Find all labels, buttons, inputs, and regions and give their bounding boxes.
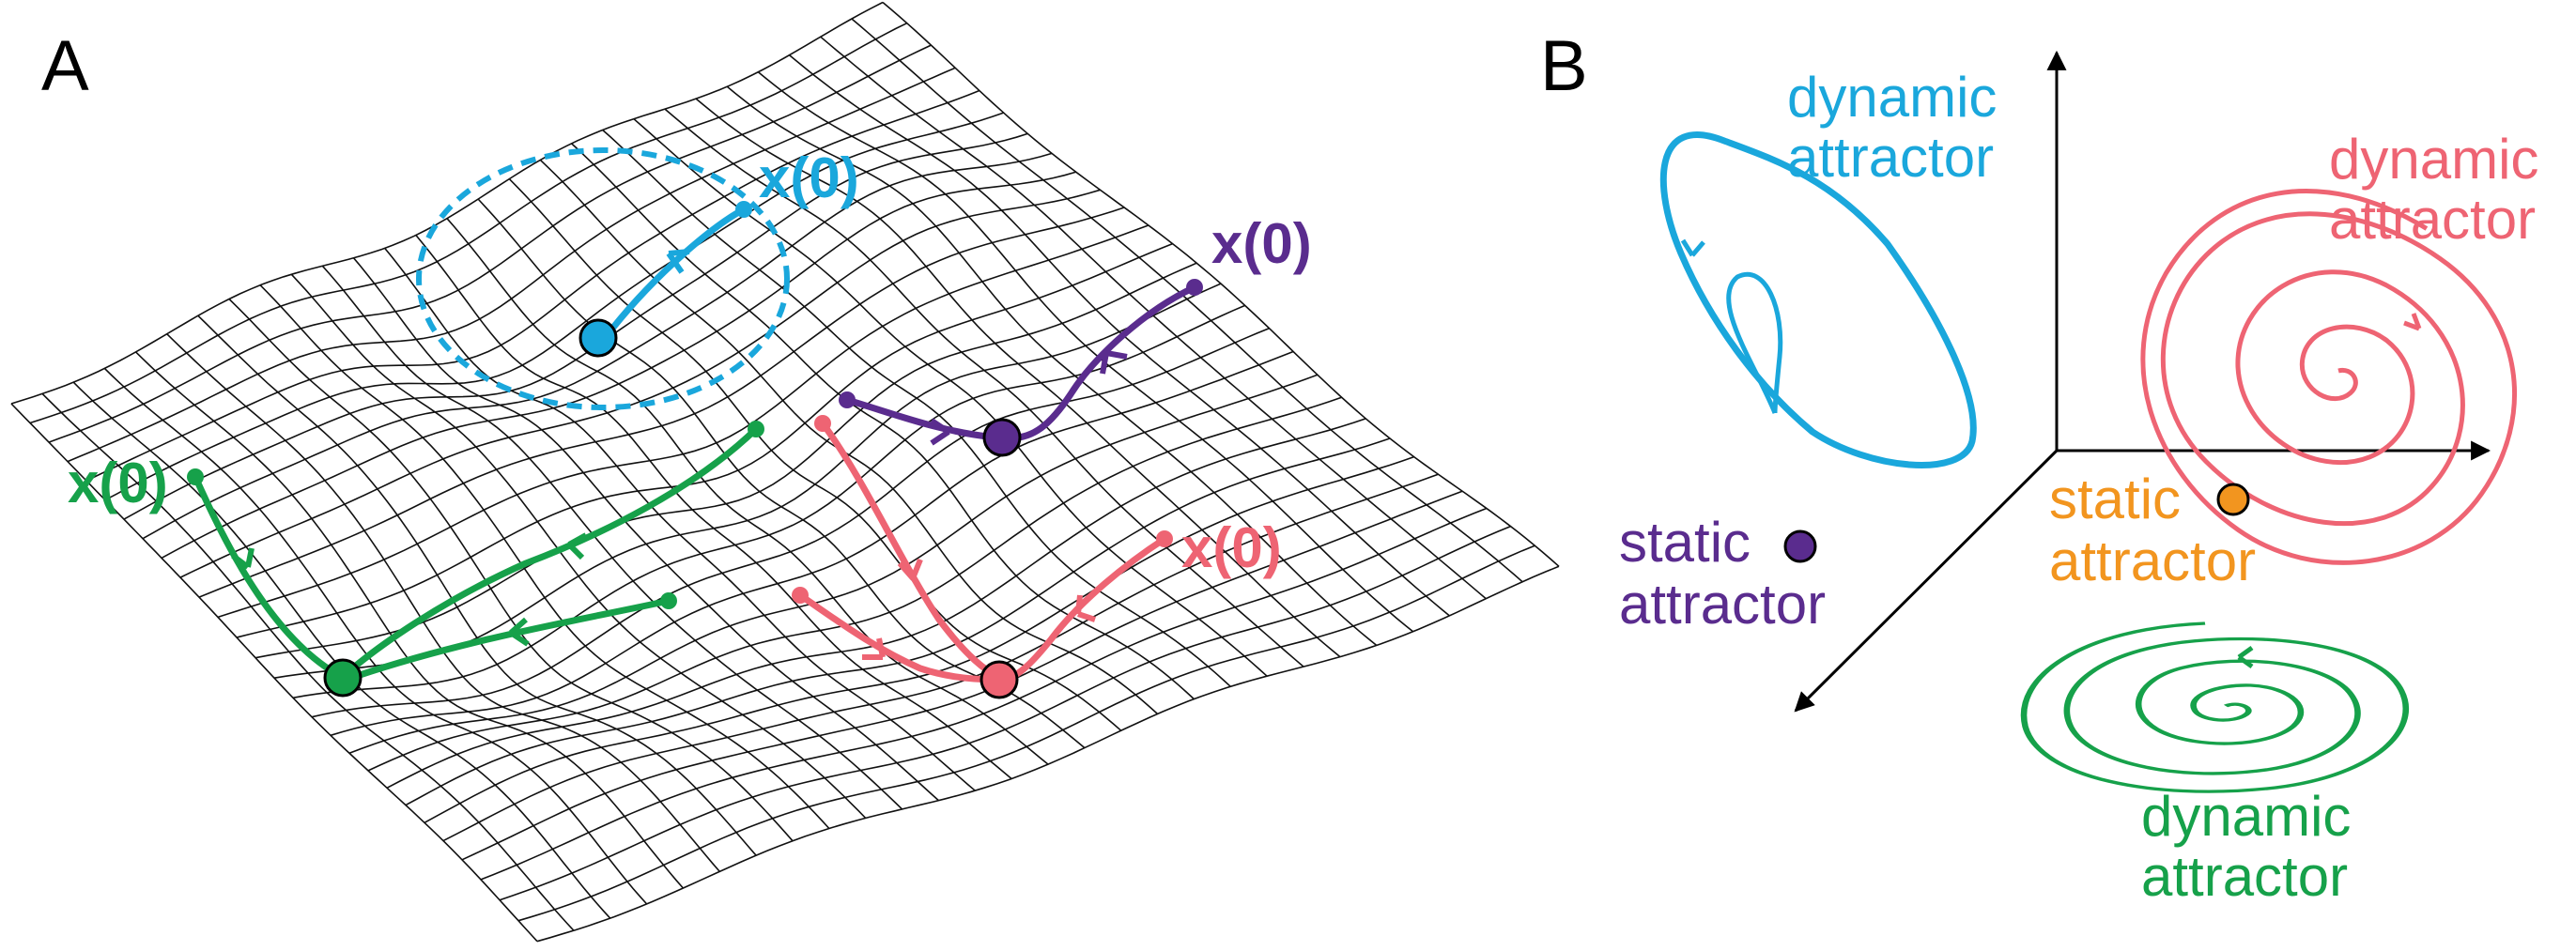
green-spiral-attractor — [2020, 621, 2410, 793]
mesh-line-v — [461, 490, 1463, 861]
green-start-point-3 — [660, 592, 677, 609]
mesh-line-v — [161, 171, 1076, 560]
mesh-line-v — [442, 473, 1439, 842]
red-start-point-3 — [1156, 530, 1173, 547]
green-start-point-1 — [187, 468, 204, 485]
green-start-point-2 — [748, 421, 764, 437]
green-dynamic-label-line2: attractor — [2141, 845, 2348, 908]
green-spiral — [2020, 621, 2410, 793]
cyan-dynamic-label-line1: dynamic — [1787, 66, 1997, 129]
panel-b: B dynamic attractor dynamic attractor st… — [1540, 26, 2538, 908]
orange-static-label-line1: static — [2049, 468, 2181, 530]
green-x0-label: x(0) — [68, 452, 168, 514]
green-trajectory-1 — [192, 475, 342, 680]
panel-a: A x(0) x(0) x(0) — [10, 1, 1560, 943]
y-axis — [1794, 449, 2059, 713]
purple-static-label-line1: static — [1619, 511, 1751, 574]
purple-start-point-1 — [1186, 279, 1203, 296]
mesh-line-v — [311, 327, 1270, 718]
purple-static-label-line2: attractor — [1619, 573, 1826, 636]
red-static-attractor — [979, 660, 1019, 699]
mesh-line-v — [236, 242, 1173, 638]
green-trajectory-3 — [355, 597, 670, 680]
mesh-line-v — [367, 396, 1342, 772]
red-spiral-arrowhead — [2403, 313, 2422, 331]
mesh-line-v — [104, 112, 1004, 501]
green-static-attractor — [323, 658, 362, 698]
energy-landscape-mesh — [10, 1, 1560, 943]
cyan-limit-cycle — [1659, 131, 1977, 468]
mesh-line-v — [48, 44, 932, 443]
cyan-x0-label: x(0) — [759, 146, 859, 209]
cyan-static-attractor — [578, 318, 618, 358]
mesh-line-v — [142, 152, 1053, 540]
cyan-basin-boundary — [416, 147, 790, 410]
mesh-line-v — [85, 89, 980, 482]
mesh-line-u — [508, 178, 1122, 731]
mesh-line-v — [179, 189, 1101, 578]
green-arrowhead-1 — [231, 547, 255, 570]
red-start-point-1 — [814, 415, 831, 432]
mesh-line-u — [571, 143, 1195, 700]
cyan-start-point — [735, 201, 752, 218]
mesh-line-v — [67, 67, 956, 463]
purple-static-attractor-b — [1783, 529, 1817, 563]
green-trajectory-2 — [341, 426, 759, 679]
cyan-arrowhead — [666, 249, 690, 274]
mesh-line-v — [198, 207, 1125, 598]
orange-static-attractor — [2216, 483, 2250, 516]
red-arrowhead-3 — [1075, 594, 1096, 622]
mesh-line-u — [851, 18, 1523, 583]
purple-trajectory-2 — [846, 396, 996, 441]
purple-arrowhead-2 — [930, 418, 950, 446]
purple-arrowhead-1 — [1100, 350, 1128, 375]
purple-start-point-2 — [839, 391, 856, 408]
cyan-cycle-arrowhead — [1680, 238, 1705, 257]
purple-static-attractor — [982, 418, 1022, 457]
panel-a-label: A — [41, 26, 89, 106]
orange-static-label-line2: attractor — [2049, 529, 2256, 592]
red-arrowhead-2 — [862, 637, 886, 660]
mesh-line-u — [820, 36, 1487, 600]
mesh-line-v — [499, 525, 1511, 901]
green-dynamic-label-line1: dynamic — [2141, 785, 2351, 848]
red-x0-label: x(0) — [1181, 516, 1282, 579]
mesh-line-v — [405, 437, 1391, 806]
mesh-line-v — [424, 455, 1414, 824]
green-spiral-arrowhead — [2237, 645, 2254, 669]
red-trajectory-3 — [1003, 536, 1166, 683]
purple-x0-label: x(0) — [1211, 212, 1312, 275]
panel-b-label: B — [1540, 26, 1588, 106]
red-trajectory-2 — [798, 592, 998, 683]
red-trajectory-1 — [820, 421, 1002, 682]
mesh-line-v — [348, 374, 1319, 755]
purple-trajectory-1 — [1004, 284, 1196, 441]
mesh-line-v — [10, 1, 884, 405]
red-dynamic-label-line2: attractor — [2329, 188, 2536, 251]
mesh-line-v — [480, 507, 1488, 881]
green-arrowhead-3 — [509, 617, 530, 647]
cyan-dynamic-label-line2: attractor — [1787, 126, 1994, 189]
red-dynamic-label-line1: dynamic — [2329, 128, 2538, 191]
mesh-line-v — [536, 565, 1560, 943]
red-arrowhead-1 — [897, 558, 923, 580]
mesh-line-v — [517, 545, 1535, 922]
mesh-line-v — [29, 22, 908, 424]
mesh-line-v — [217, 224, 1149, 619]
mesh-line-v — [330, 350, 1294, 737]
cyan-limit-cycle-inner — [1726, 272, 1783, 414]
mesh-line-v — [123, 132, 1028, 520]
green-arrowhead-2 — [566, 532, 588, 560]
red-start-point-2 — [792, 587, 809, 604]
